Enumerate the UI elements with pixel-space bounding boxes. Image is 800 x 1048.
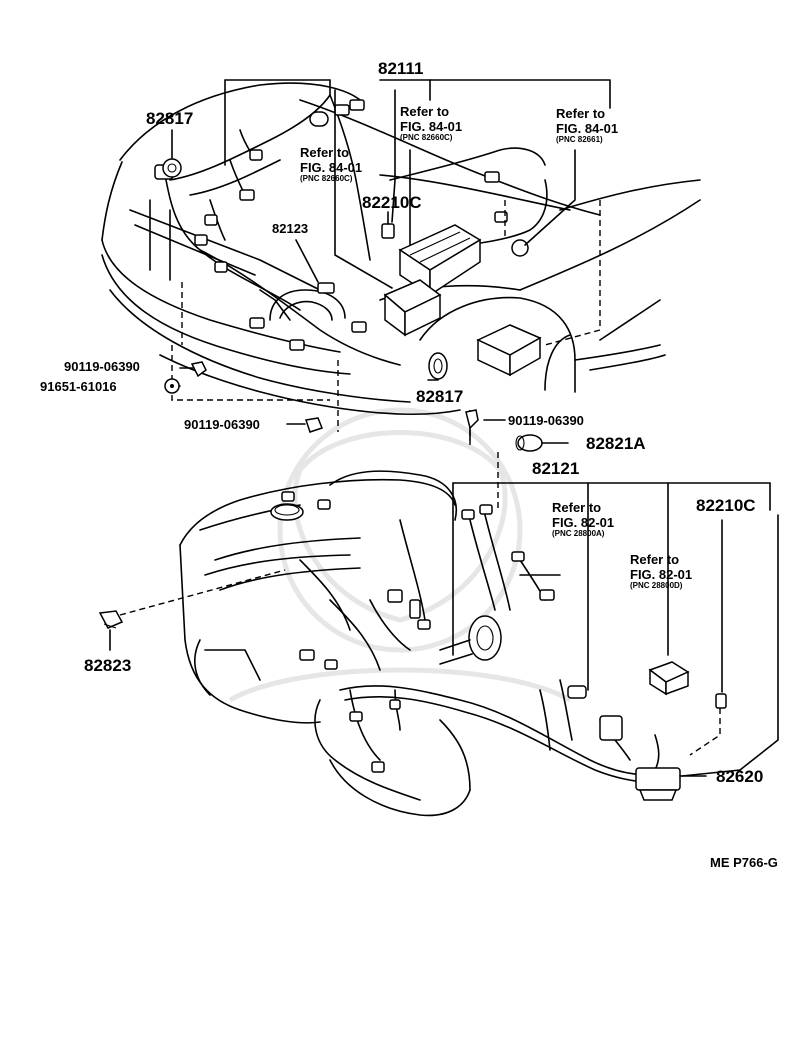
vehicle-body-outline xyxy=(101,82,701,415)
ref-line-2: FIG. 84-01 xyxy=(556,121,619,136)
part-number-82210c-top: 82210C xyxy=(362,193,422,212)
part-number-82620: 82620 xyxy=(716,767,764,786)
part-number-90119-06390-b: 90119-06390 xyxy=(184,417,260,432)
ref-pnc: (PNC 82660C) xyxy=(400,133,453,142)
part-number-82210c-right: 82210C xyxy=(696,496,756,515)
ref-pnc: (PNC 28800D) xyxy=(630,581,683,590)
part-number-82817-bottom: 82817 xyxy=(416,387,464,406)
reference-note-2: Refer to FIG. 84-01 (PNC 82660C) xyxy=(300,145,362,183)
reference-note-3: Refer to FIG. 84-01 (PNC 82661) xyxy=(556,106,618,144)
lower-leader-lines xyxy=(109,442,779,777)
part-number-82821a: 82821A xyxy=(586,434,646,453)
ref-line-1: Refer to xyxy=(556,106,606,121)
ref-pnc: (PNC 82660C) xyxy=(300,174,353,183)
ref-line-2: FIG. 82-01 xyxy=(630,567,693,582)
part-number-90119-06390-c: 90119-06390 xyxy=(508,413,584,428)
engine-wire-harness xyxy=(98,434,727,801)
ref-line-1: Refer to xyxy=(300,145,350,160)
part-number-91651-61016: 91651-61016 xyxy=(40,379,117,394)
reference-note-4: Refer to FIG. 82-01 (PNC 28800A) xyxy=(552,500,614,538)
part-number-82823: 82823 xyxy=(84,656,132,675)
part-number-82817-top: 82817 xyxy=(146,109,194,128)
ref-line-1: Refer to xyxy=(400,104,450,119)
ref-pnc: (PNC 82661) xyxy=(556,135,603,144)
part-number-82123: 82123 xyxy=(272,221,309,236)
ref-line-1: Refer to xyxy=(552,500,602,515)
engine-block-outline xyxy=(179,470,502,817)
part-number-90119-06390-a: 90119-06390 xyxy=(64,359,140,374)
upper-leader-lines xyxy=(165,79,611,445)
ref-line-2: FIG. 82-01 xyxy=(552,515,615,530)
ref-pnc: (PNC 28800A) xyxy=(552,529,605,538)
reference-note-5: Refer to FIG. 82-01 (PNC 28800D) xyxy=(630,552,692,590)
engine-room-harness xyxy=(154,94,548,380)
part-number-82121: 82121 xyxy=(532,459,580,478)
ref-line-1: Refer to xyxy=(630,552,680,567)
fasteners xyxy=(164,361,479,441)
part-number-82111: 82111 xyxy=(378,59,424,78)
reference-note-1: Refer to FIG. 84-01 (PNC 82660C) xyxy=(400,104,462,142)
ref-line-2: FIG. 84-01 xyxy=(300,160,363,175)
ref-line-2: FIG. 84-01 xyxy=(400,119,463,134)
figure-code: ME P766-G xyxy=(710,855,778,870)
